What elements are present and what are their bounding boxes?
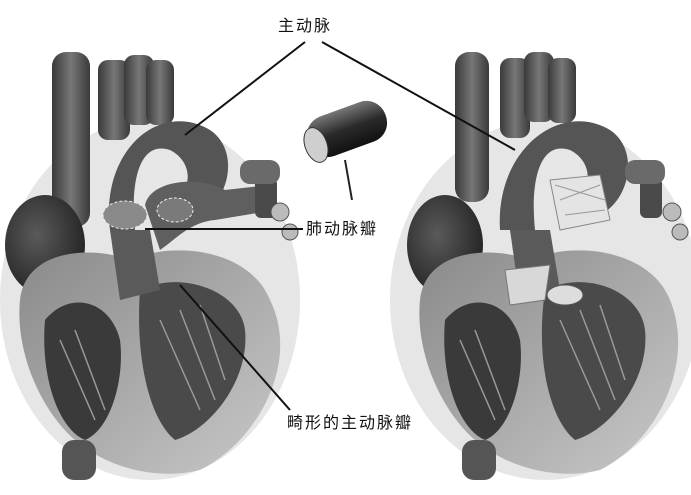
left-heart-illustration <box>0 52 300 480</box>
replacement-valve-device <box>300 95 393 200</box>
deformed-aortic-valve-label: 畸形的主动脉瓣 <box>287 413 413 433</box>
aorta-label: 主动脉 <box>278 16 332 36</box>
right-heart-illustration <box>390 52 691 480</box>
pulmonary-valve-label: 肺动脉瓣 <box>306 219 378 239</box>
aorta-leader-left <box>185 42 305 135</box>
